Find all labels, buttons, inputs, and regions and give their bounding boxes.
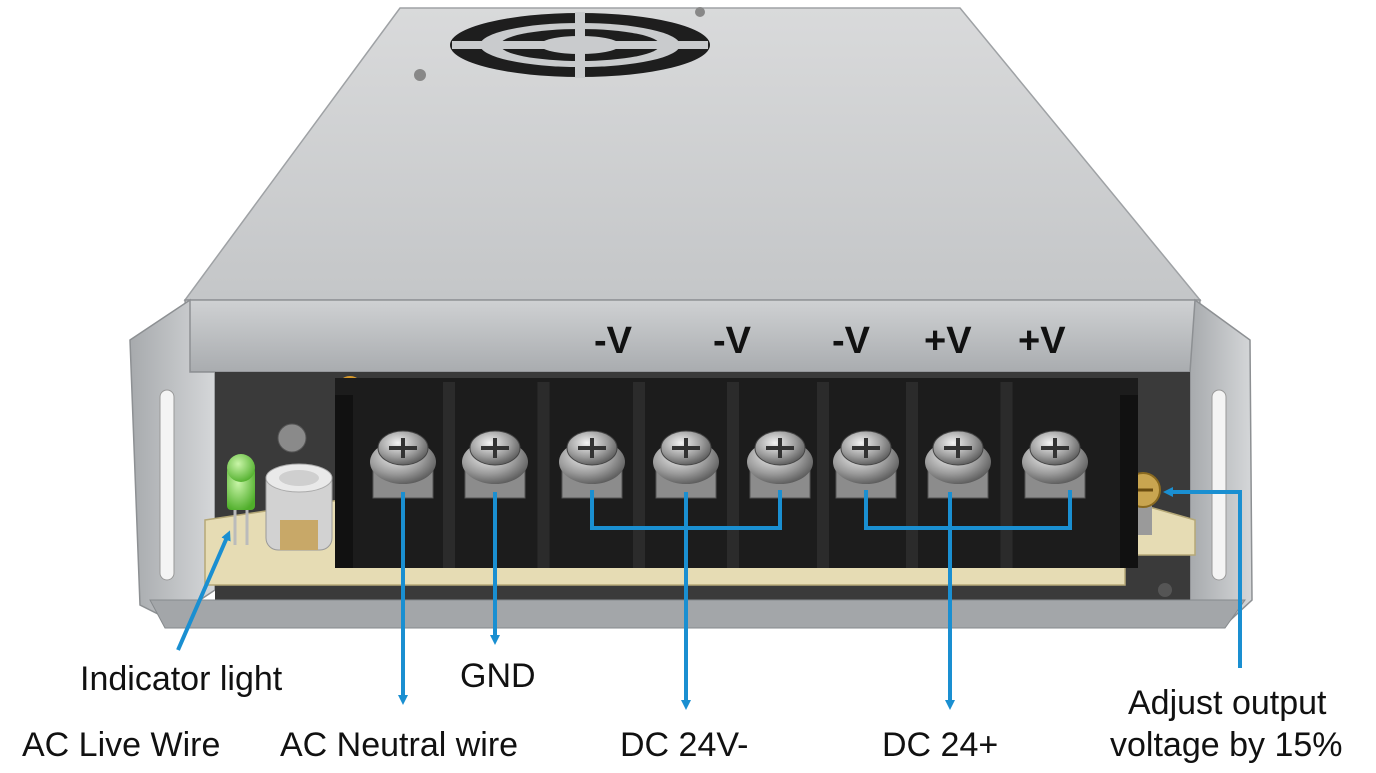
case-base: [149, 599, 1246, 629]
terminal-divider: [817, 382, 829, 568]
terminal-screw: [925, 430, 991, 499]
terminal-divider: [443, 382, 455, 568]
terminal-divider: [1000, 382, 1013, 568]
label-ac-neutral: AC Neutral wire: [280, 726, 519, 764]
rivet: [695, 7, 705, 17]
label-gnd: GND: [460, 657, 536, 695]
label-adjust-line1: Adjust output: [1128, 684, 1327, 722]
terminal-label-2: -V: [713, 320, 751, 362]
terminal-screw: [653, 430, 719, 499]
arrow-indicator: [176, 530, 231, 651]
label-adjust-line2: voltage by 15%: [1110, 726, 1343, 764]
fan-grille: [450, 12, 710, 78]
rivet: [414, 69, 426, 81]
terminal-screw: [747, 430, 813, 499]
terminal-label-5: +V: [1018, 320, 1066, 362]
arrow-adjust: [1163, 487, 1242, 668]
terminal-label-1: -V: [594, 320, 632, 362]
label-ac-live: AC Live Wire: [22, 726, 221, 764]
terminal-screw: [559, 430, 625, 499]
label-dc-pos: DC 24+: [882, 726, 999, 764]
label-indicator-light: Indicator light: [80, 660, 283, 698]
terminal-screw: [833, 430, 899, 499]
label-dc-neg: DC 24V-: [620, 726, 749, 764]
terminal-screw: [462, 430, 528, 499]
terminal-divider: [906, 382, 918, 568]
terminal-divider: [727, 382, 739, 568]
fuse-cap: [277, 423, 307, 453]
mount-hole: [1158, 583, 1172, 597]
terminal-label-3: -V: [832, 320, 870, 362]
terminal-screw: [370, 430, 436, 499]
terminal-block: [335, 378, 1138, 568]
terminal-divider: [633, 382, 645, 568]
capacitor: [265, 463, 333, 551]
indicator-led: [227, 454, 255, 545]
pos-bracket: [864, 490, 1072, 530]
terminal-screw: [1022, 430, 1088, 499]
terminal-label-4: +V: [924, 320, 972, 362]
terminal-divider: [537, 382, 550, 568]
